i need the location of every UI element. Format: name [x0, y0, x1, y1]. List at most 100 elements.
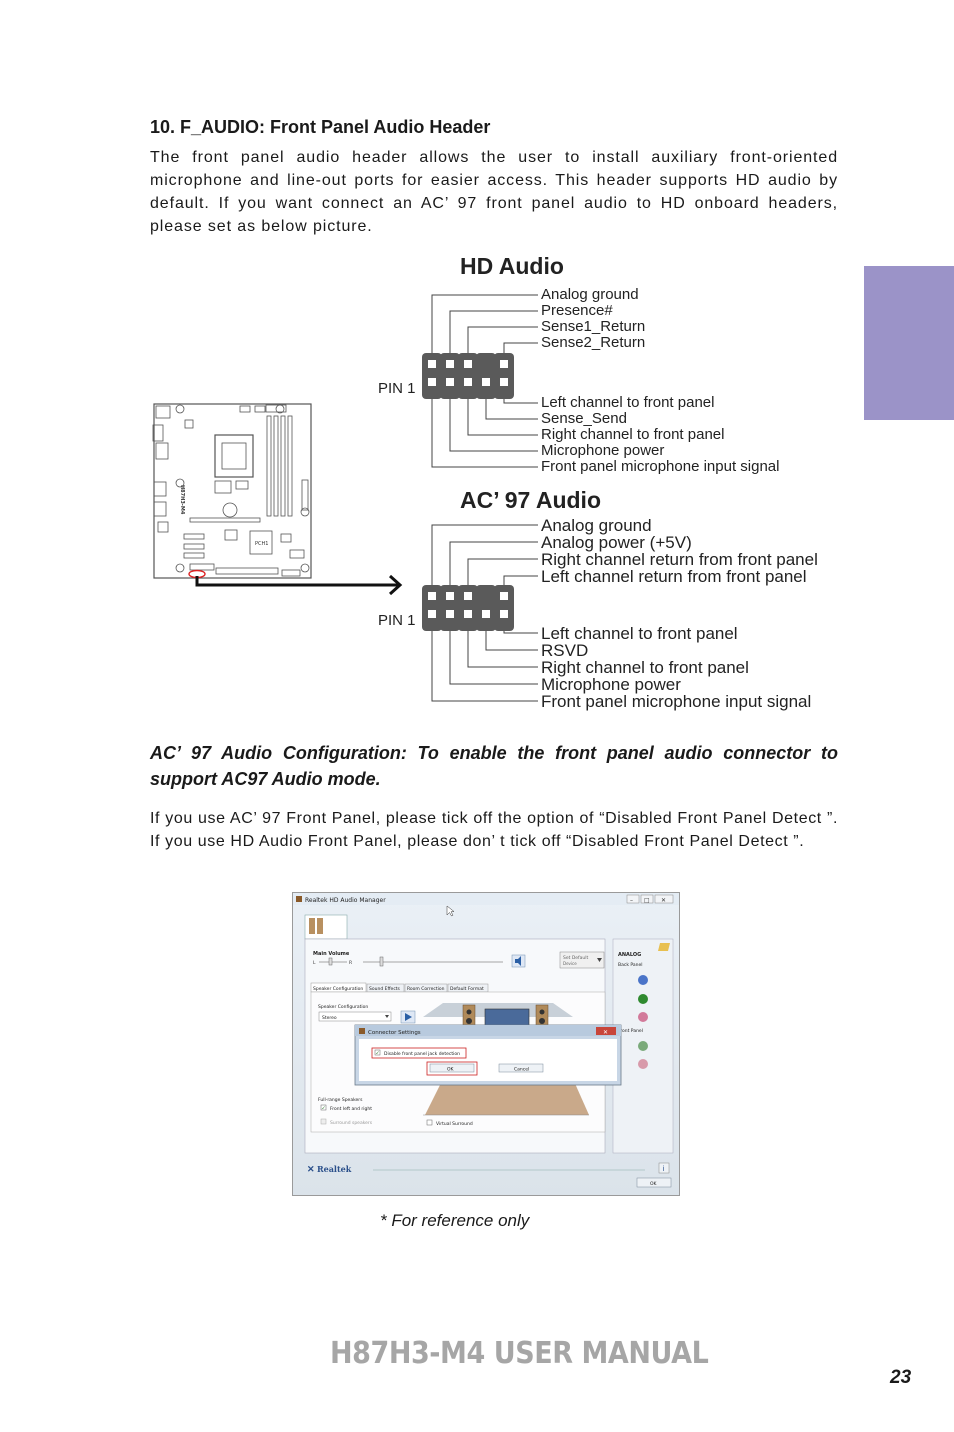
folder-icon[interactable] — [658, 943, 670, 951]
svg-text:–: – — [630, 897, 633, 904]
volume-r-label: R — [349, 960, 352, 966]
info-button[interactable] — [658, 1162, 670, 1174]
hd-label-sense-send: Sense_Send — [541, 410, 627, 427]
speaker-config-value: Stereo — [322, 1015, 337, 1021]
dialog-icon — [359, 1028, 365, 1034]
disable-jack-detection-highlight — [371, 1047, 467, 1059]
volume-l-label: L — [313, 960, 316, 966]
front-jack-pink[interactable] — [638, 1059, 648, 1069]
hd-audio-title: HD Audio — [460, 253, 564, 279]
ac97-label-rsvd: RSVD — [541, 641, 588, 660]
dialog-ok-label: OK — [447, 1067, 455, 1073]
volume-icon — [515, 956, 521, 966]
ac97-label-left-channel: Left channel to front panel — [541, 624, 738, 643]
disable-jack-detection-label: Disable front panel jack detection — [384, 1051, 460, 1057]
ac97-label-analog-power: Analog power (+5V) — [541, 533, 692, 552]
intro-paragraph: The front panel audio header allows the … — [150, 149, 838, 235]
dialog-cancel-label: Cancel — [514, 1067, 529, 1073]
disable-jack-detection-checkbox[interactable] — [374, 1049, 381, 1056]
analog-label: ANALOG — [618, 952, 641, 958]
ac97-label-mic-power: Microphone power — [541, 675, 681, 694]
svg-text:✕: ✕ — [603, 1029, 608, 1036]
hd-label-presence: Presence# — [541, 302, 613, 319]
window-controls[interactable]: – □ ✕ — [626, 894, 674, 904]
select-arrow-icon — [385, 1015, 389, 1018]
hd-label-mic-input: Front panel microphone input signal — [541, 458, 779, 475]
dialog-title: Connector Settings — [368, 1030, 421, 1036]
svg-text:✓: ✓ — [322, 1106, 326, 1112]
realtek-logo: ✕ Realtek — [307, 1164, 352, 1175]
surround-checkbox[interactable] — [320, 1118, 327, 1125]
front-left-right-checkbox[interactable] — [320, 1104, 327, 1111]
ac97-label-right-return: Right channel return from front panel — [541, 550, 818, 569]
ac97-config-body: If you use AC’ 97 Front Panel, please ti… — [150, 810, 838, 850]
front-jack-green[interactable] — [638, 1041, 648, 1051]
virtual-surround-checkbox[interactable] — [426, 1119, 433, 1126]
tab-room-correction-label: Room Correction — [407, 986, 445, 992]
device-label: Device — [563, 961, 577, 966]
main-volume-label: Main Volume — [313, 951, 350, 957]
f-audio-pin-diagram: HD Audio PIN 1 Analog ground Presence# S… — [152, 253, 818, 711]
ac97-config-heading: AC’ 97 Audio Configuration: To enable th… — [150, 743, 838, 789]
back-panel-label: Back Panel — [618, 962, 643, 968]
dialog-close-button[interactable] — [596, 1027, 616, 1035]
back-jack-green[interactable] — [638, 994, 648, 1004]
dialog-ok-button[interactable] — [429, 1063, 475, 1073]
left-speaker-icon — [462, 1004, 476, 1028]
svg-text:□: □ — [644, 897, 650, 904]
realtek-screenshot: Realtek HD Audio Manager – □ ✕ Main Volu… — [292, 892, 680, 1196]
svg-text:i: i — [663, 1165, 665, 1173]
tab-sound-effects-label: Sound Effects — [369, 986, 401, 992]
right-speaker-icon — [535, 1004, 549, 1028]
hd-label-analog-ground: Analog ground — [541, 286, 639, 303]
info-icon: i — [663, 1165, 665, 1173]
tab-speaker-configuration-label: Speaker Configuration — [313, 986, 363, 992]
page-number: 23 — [890, 1367, 912, 1388]
realtek-window: Realtek HD Audio Manager – □ ✕ Main Volu… — [293, 893, 679, 1195]
section-title: 10. F_AUDIO: Front Panel Audio Header — [150, 117, 491, 137]
front-panel-label: Front Panel — [618, 1028, 643, 1034]
figure-caption: * For reference only — [380, 1211, 530, 1230]
dropdown-arrow-icon — [597, 958, 602, 962]
back-jack-pink[interactable] — [638, 1012, 648, 1022]
svg-text:✓: ✓ — [376, 1051, 380, 1057]
ac97-label-right-channel: Right channel to front panel — [541, 658, 749, 677]
hd-label-right-channel: Right channel to front panel — [541, 426, 724, 443]
svg-text:✕: ✕ — [307, 1165, 315, 1175]
speaker-config-select[interactable] — [318, 1011, 392, 1022]
ac97-label-left-return: Left channel return from front panel — [541, 567, 807, 586]
tab-default-format-label: Default Format — [450, 986, 484, 992]
play-icon — [405, 1013, 412, 1021]
back-jack-blue[interactable] — [638, 975, 648, 985]
manual-title-footer: H87H3-M4 USER MANUAL — [330, 1336, 709, 1371]
full-range-label: Full-range Speakers — [318, 1097, 363, 1103]
hd-label-sense2-return: Sense2_Return — [541, 334, 645, 351]
hd-label-mic-power: Microphone power — [541, 442, 664, 459]
speakers-icon — [309, 918, 323, 934]
realtek-brand-label: Realtek — [317, 1164, 352, 1174]
svg-text:✕: ✕ — [661, 897, 666, 904]
ok-button[interactable] — [636, 1177, 672, 1188]
hd-label-sense1-return: Sense1_Return — [541, 318, 645, 335]
dialog-ok-highlight — [426, 1061, 478, 1076]
ac97-label-mic-input: Front panel microphone input signal — [541, 692, 811, 711]
set-default-device-button[interactable] — [559, 951, 605, 969]
pointer-arrow — [195, 574, 403, 596]
volume-slider[interactable] — [379, 956, 384, 967]
dialog-cancel-button[interactable] — [498, 1063, 544, 1073]
ac97-header-connector — [422, 585, 514, 631]
speaker-app-icon — [296, 896, 302, 902]
speaker-config-label: Speaker Configuration — [318, 1004, 368, 1010]
balance-slider[interactable] — [328, 957, 333, 966]
chapter-tab — [864, 266, 954, 420]
board-pch-label: PCH1 — [255, 541, 268, 547]
board-model-label: H87H3-M4 — [179, 485, 185, 515]
mouse-cursor-icon — [446, 905, 455, 917]
virtual-surround-label: Virtual Surround — [436, 1121, 473, 1127]
ac97-label-analog-ground: Analog ground — [541, 516, 652, 535]
ac97-pin1-label: PIN 1 — [378, 612, 416, 629]
set-default-label: Set Default — [563, 955, 588, 961]
ac97-audio-title: AC’ 97 Audio — [460, 487, 601, 513]
motherboard-layout — [152, 403, 312, 579]
ok-button-label: OK — [650, 1181, 658, 1187]
